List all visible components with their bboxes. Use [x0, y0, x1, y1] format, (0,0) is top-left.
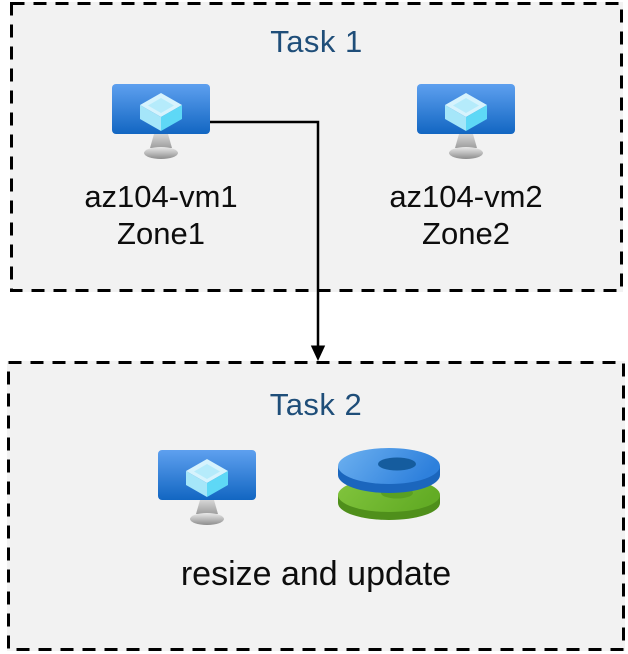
task2-caption: resize and update	[180, 555, 452, 593]
vm1-name: az104-vm1	[84, 179, 238, 214]
vm1-label: az104-vm1 Zone1	[31, 178, 291, 252]
vm2-icon	[417, 84, 515, 159]
disks-icon	[338, 448, 440, 520]
task2-title: Task 2	[269, 387, 363, 422]
vm2-label: az104-vm2 Zone2	[336, 178, 596, 252]
vm2-name: az104-vm2	[389, 179, 543, 214]
task1-panel: Task 1 az104-vm1 Zone1 az104-vm2 Zone2	[10, 2, 623, 292]
task2-panel: Task 2 resize and update	[7, 361, 625, 651]
arrowhead-icon	[310, 345, 326, 361]
vm2-zone: Zone2	[422, 216, 510, 251]
vm1-zone: Zone1	[117, 216, 205, 251]
task2-vm-icon	[158, 450, 256, 525]
task1-title: Task 1	[270, 24, 363, 59]
task2-dashed-border	[7, 361, 625, 651]
task1-dashed-border	[10, 2, 623, 292]
vm1-icon	[112, 84, 210, 159]
